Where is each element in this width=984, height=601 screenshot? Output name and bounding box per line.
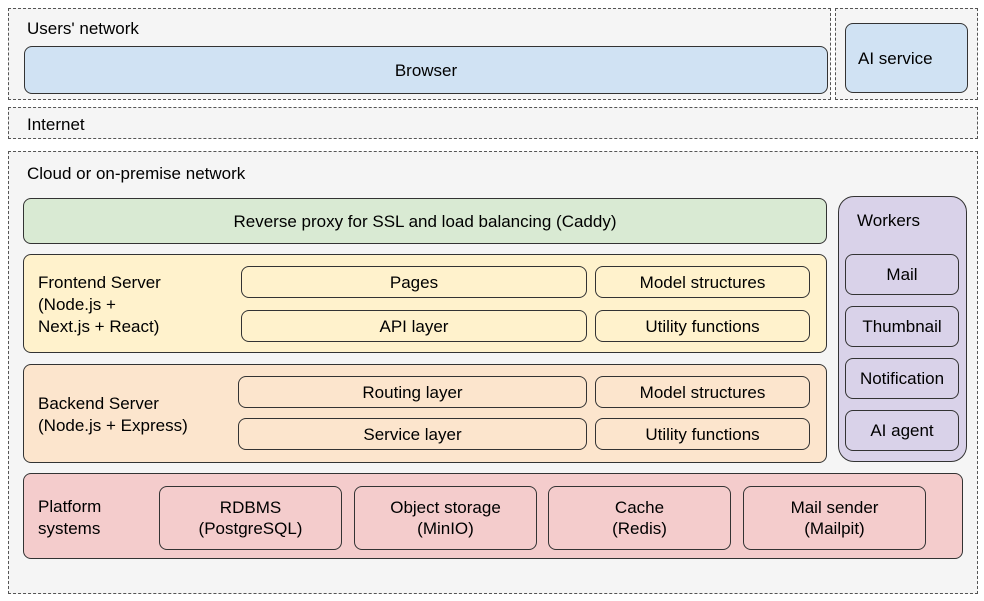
module-label: Model structures [639,272,766,292]
worker-notification-box: Notification [845,358,959,399]
platform-systems-title: Platform systems [38,497,102,538]
module-label: Service layer [363,424,462,444]
users-network-label: Users' network [27,19,139,38]
platform-mail-sender-box: Mail sender (Mailpit) [743,486,926,550]
frontend-server-title: Frontend Server (Node.js + Next.js + Rea… [38,273,161,336]
worker-label: Notification [859,369,945,388]
frontend-pages-module: Pages [241,266,587,298]
backend-routing-layer-module: Routing layer [238,376,587,408]
users-network-region: Users' network Browser [8,8,831,100]
backend-service-layer-module: Service layer [238,418,587,450]
backend-server-title: Backend Server (Node.js + Express) [38,394,188,435]
system-label: Mail sender (Mailpit) [790,498,879,538]
system-label: RDBMS (PostgreSQL) [198,498,303,538]
platform-rdbms-box: RDBMS (PostgreSQL) [159,486,342,550]
workers-title: Workers [857,211,920,230]
module-label: Utility functions [645,316,760,336]
worker-label: Mail [886,265,918,284]
system-label: Object storage (MinIO) [390,498,501,538]
ai-service-box: AI service [845,23,968,93]
browser-label: Browser [394,60,458,80]
internet-region: Internet [8,107,978,139]
platform-cache-box: Cache (Redis) [548,486,731,550]
worker-ai-agent-box: AI agent [845,410,959,451]
system-label: Cache (Redis) [612,498,667,538]
cloud-label: Cloud or on-premise network [27,164,246,183]
backend-model-structures-module: Model structures [595,376,810,408]
ai-service-region: AI service [835,8,978,100]
platform-object-storage-box: Object storage (MinIO) [354,486,537,550]
browser-box: Browser [24,46,828,94]
module-label: Model structures [639,382,766,402]
worker-thumbnail-box: Thumbnail [845,306,959,347]
reverse-proxy-label: Reverse proxy for SSL and load balancing… [233,211,617,231]
ai-service-label: AI service [858,48,933,68]
frontend-model-structures-module: Model structures [595,266,810,298]
reverse-proxy-box: Reverse proxy for SSL and load balancing… [23,198,827,244]
worker-label: AI agent [870,421,934,440]
backend-utility-functions-module: Utility functions [595,418,810,450]
worker-mail-box: Mail [845,254,959,295]
frontend-utility-functions-module: Utility functions [595,310,810,342]
module-label: Pages [389,272,439,292]
internet-label: Internet [27,115,85,134]
frontend-api-layer-module: API layer [241,310,587,342]
module-label: Routing layer [362,382,463,402]
module-label: API layer [379,316,449,336]
module-label: Utility functions [645,424,760,444]
worker-label: Thumbnail [862,317,942,336]
